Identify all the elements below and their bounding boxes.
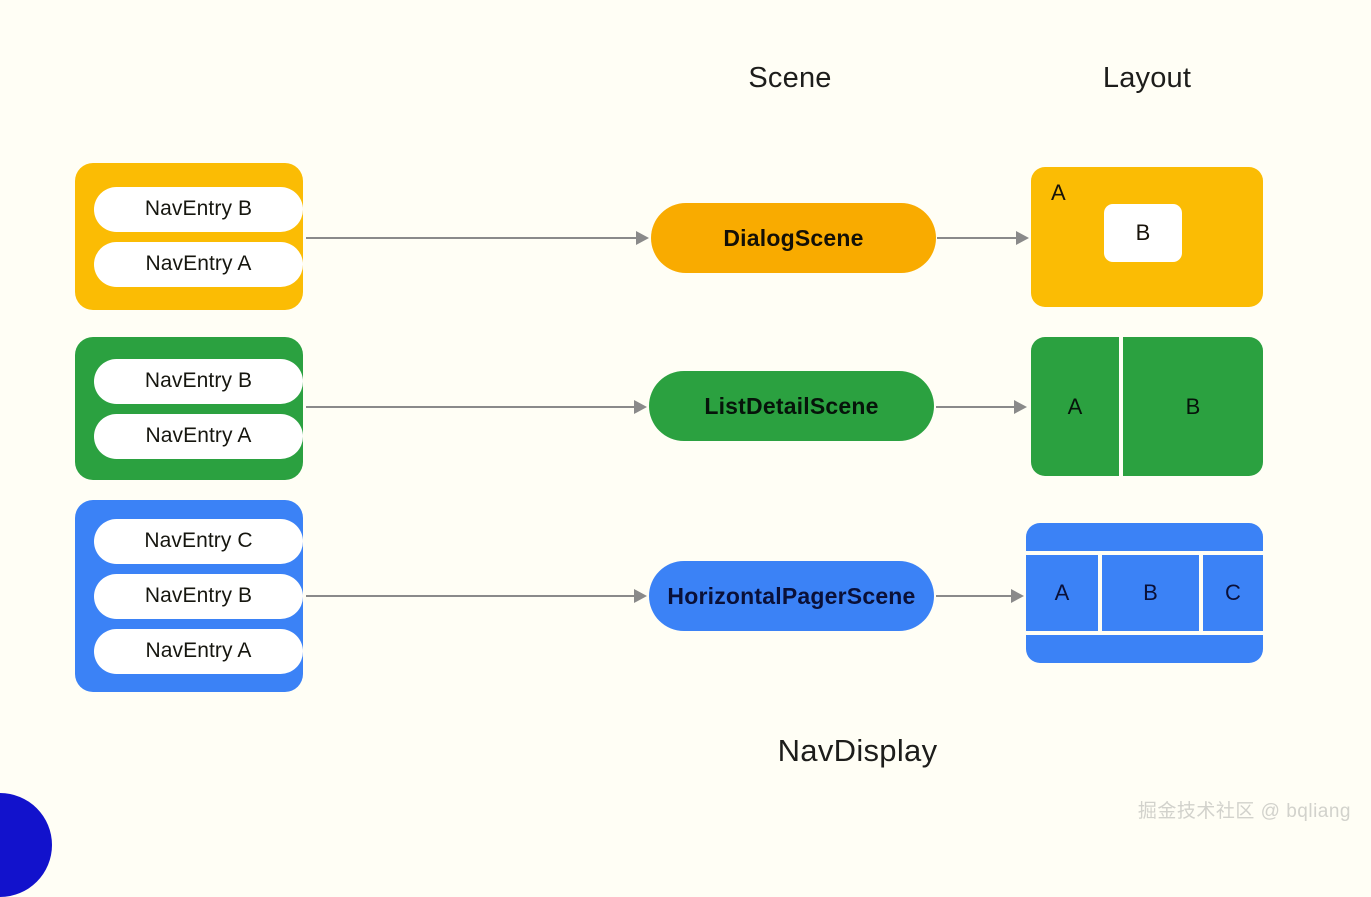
diagram-canvas: Scene Layout NavEntry B NavEntry A Dialo… xyxy=(0,62,1351,897)
arrow-head-icon xyxy=(634,589,647,603)
arrow-backstack-to-scene-listdetail xyxy=(306,400,647,414)
nav-entry-pill: NavEntry B xyxy=(94,573,303,619)
pager-page: A xyxy=(1054,580,1070,605)
arrow-shaft xyxy=(937,237,1016,239)
arrow-shaft xyxy=(936,406,1014,408)
arrow-scene-to-layout-pager xyxy=(936,589,1024,603)
arrow-backstack-to-scene-dialog xyxy=(306,231,649,245)
nav-backstack-dialog: NavEntry B NavEntry A xyxy=(75,163,303,310)
arrow-head-icon xyxy=(1014,400,1027,414)
layout-detail-pane: B xyxy=(1185,393,1201,419)
column-header-scene: Scene xyxy=(748,62,832,94)
nav-entry-pill: NavEntry C xyxy=(94,518,303,564)
pager-page: C xyxy=(1225,580,1241,605)
pager-page-divider xyxy=(1199,555,1203,631)
scene-horizontal-pager: HorizontalPagerScene xyxy=(649,561,934,631)
arrow-scene-to-layout-listdetail xyxy=(936,400,1027,414)
arrow-shaft xyxy=(306,406,634,408)
watermark-text: 掘金技术社区 @ bqliang xyxy=(1137,801,1351,822)
arrow-shaft xyxy=(306,237,636,239)
arrow-head-icon xyxy=(1016,231,1029,245)
scene-listdetail: ListDetailScene xyxy=(649,371,934,441)
arrow-scene-to-layout-dialog xyxy=(937,231,1029,245)
layout-preview-listdetail: A B xyxy=(1031,337,1263,476)
layout-dialog-overlay: B xyxy=(1104,204,1182,262)
arrow-head-icon xyxy=(634,400,647,414)
corner-decoration-shape xyxy=(0,793,52,897)
column-header-layout: Layout xyxy=(1102,62,1192,94)
scene-dialog: DialogScene xyxy=(651,203,936,273)
layout-list-pane: A xyxy=(1067,393,1083,419)
nav-backstack-listdetail: NavEntry B NavEntry A xyxy=(75,337,303,480)
nav-entry-pill: NavEntry A xyxy=(94,628,303,674)
nav-entry-pill: NavEntry A xyxy=(94,413,303,459)
pager-page-divider xyxy=(1098,555,1102,631)
layout-background-label: A xyxy=(1051,180,1066,205)
layout-preview-dialog: A B xyxy=(1031,167,1263,307)
arrow-shaft xyxy=(306,595,634,597)
layout-preview-pager: A B C xyxy=(1026,523,1263,663)
pager-page: B xyxy=(1143,580,1158,605)
nav-entry-pill: NavEntry A xyxy=(94,241,303,287)
layout-pane-divider xyxy=(1119,337,1123,476)
nav-entry-pill: NavEntry B xyxy=(94,186,303,232)
arrow-shaft xyxy=(936,595,1011,597)
nav-backstack-pager: NavEntry C NavEntry B NavEntry A xyxy=(75,500,303,692)
arrow-backstack-to-scene-pager xyxy=(306,589,647,603)
diagram-caption: NavDisplay xyxy=(777,733,938,768)
arrow-head-icon xyxy=(1011,589,1024,603)
pager-band: A B C xyxy=(1026,551,1263,635)
arrow-head-icon xyxy=(636,231,649,245)
nav-entry-pill: NavEntry B xyxy=(94,358,303,404)
